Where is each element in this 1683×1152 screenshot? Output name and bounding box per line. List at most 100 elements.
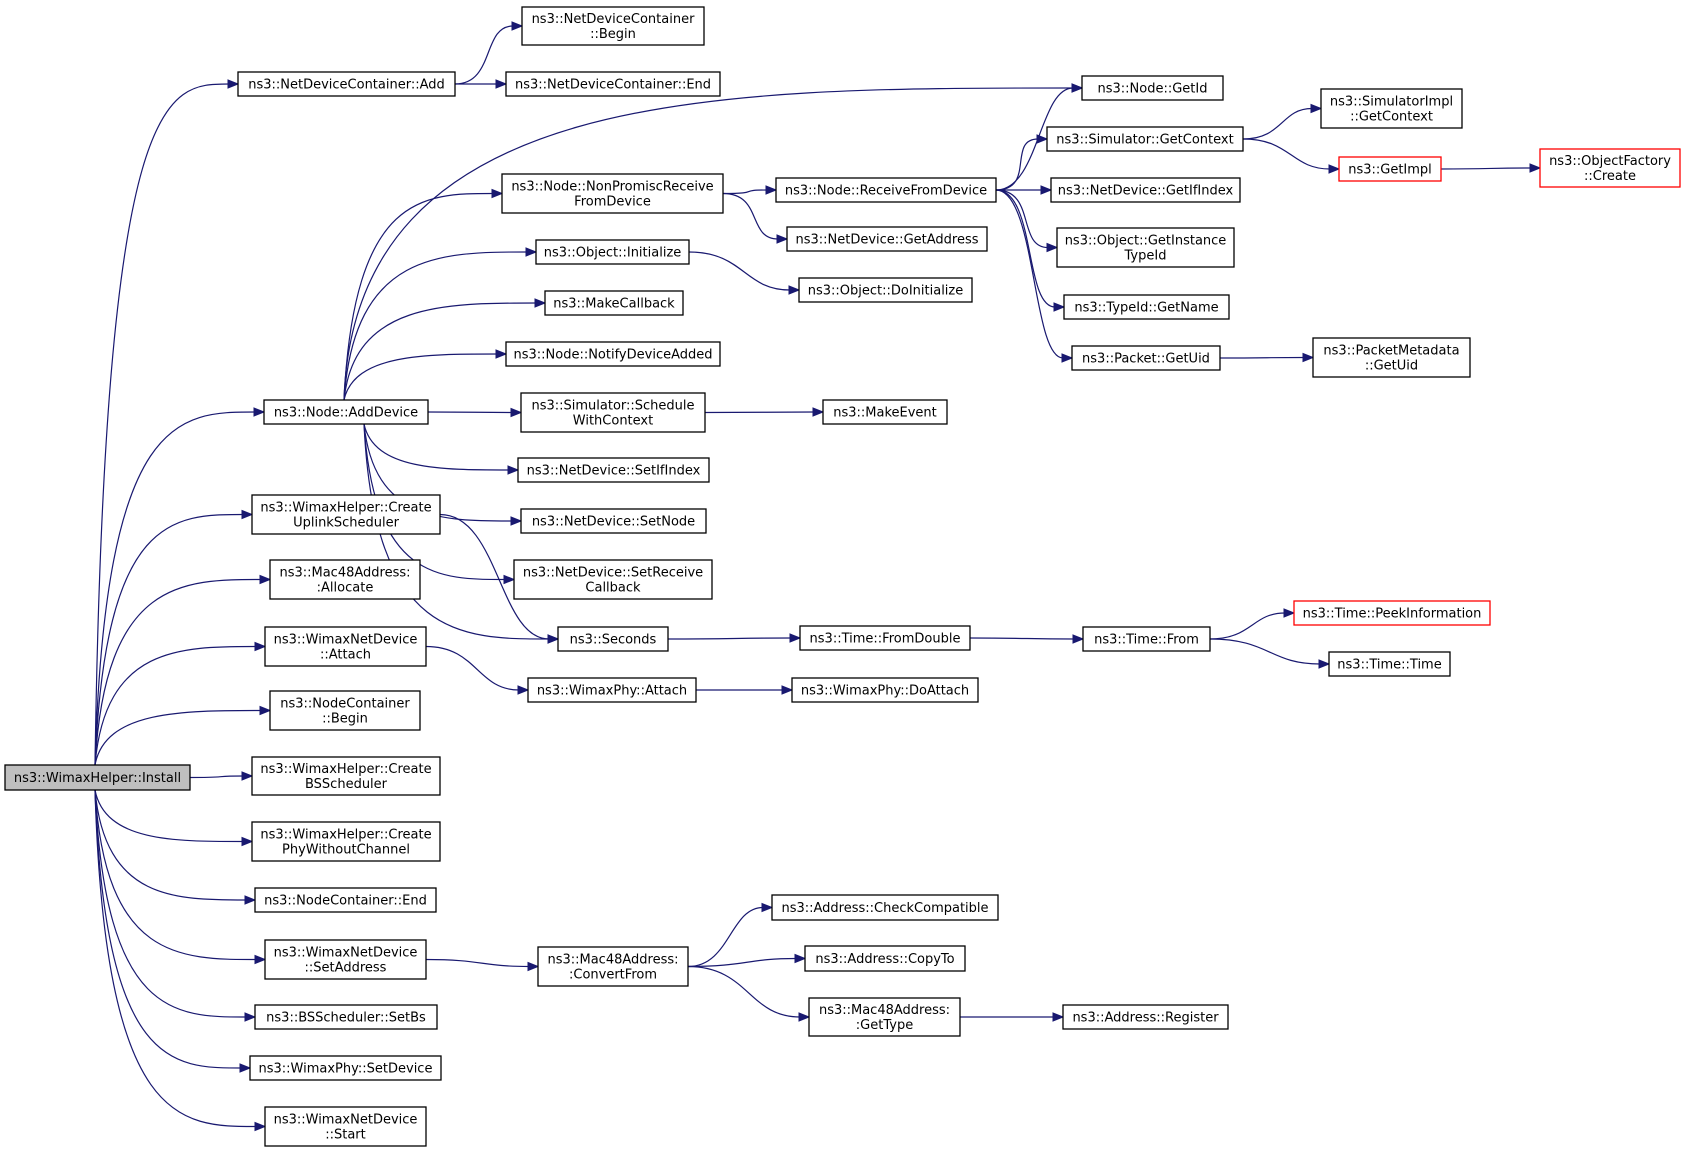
arrowhead-seconds bbox=[547, 634, 560, 644]
node-mac48_gettype[interactable]: ns3::Mac48Address::GetType bbox=[808, 997, 961, 1037]
arrowhead-addr_register bbox=[1052, 1012, 1065, 1022]
node-mac48_convertfrom[interactable]: ns3::Mac48Address::ConvertFrom bbox=[537, 946, 689, 987]
node-ndc_begin[interactable]: ns3::NetDeviceContainer::Begin bbox=[521, 6, 705, 46]
node-node_adddevice[interactable]: ns3::Node::AddDevice bbox=[263, 399, 429, 425]
node-box-install bbox=[4, 764, 191, 791]
edge-seconds-to-time_fromdouble bbox=[667, 637, 792, 640]
node-seconds[interactable]: ns3::Seconds bbox=[557, 626, 669, 652]
node-ndc_end[interactable]: ns3::NetDeviceContainer::End bbox=[505, 71, 721, 97]
arrowhead-nc_end bbox=[244, 895, 257, 905]
node-box-time_fromdouble bbox=[799, 625, 971, 651]
arrowhead-receivefromdevice bbox=[765, 185, 778, 195]
node-receivefromdevice[interactable]: ns3::Node::ReceiveFromDevice bbox=[775, 177, 997, 203]
node-addr_copyto[interactable]: ns3::Address::CopyTo bbox=[804, 945, 966, 972]
node-time_time[interactable]: ns3::Time::Time bbox=[1328, 651, 1451, 677]
edge-receivefromdevice-to-packet_getuid bbox=[995, 189, 1064, 359]
arrowhead-objfactory_create bbox=[1529, 163, 1542, 173]
node-simimpl_getcontext[interactable]: ns3::SimulatorImpl::GetContext bbox=[1320, 88, 1463, 129]
node-nd_setnode[interactable]: ns3::NetDevice::SetNode bbox=[520, 508, 707, 534]
node-wphy_setdevice[interactable]: ns3::WimaxPhy::SetDevice bbox=[249, 1055, 442, 1081]
node-box-node_getid bbox=[1081, 75, 1224, 101]
node-label-ndc_end-line0: ns3::NetDeviceContainer::End bbox=[515, 78, 711, 93]
node-ndc_add[interactable]: ns3::NetDeviceContainer::Add bbox=[237, 71, 456, 97]
edge-install-to-bs_setbs bbox=[94, 789, 247, 1018]
node-label-nc_begin-line1: ::Begin bbox=[322, 712, 368, 727]
node-nd_setifindex[interactable]: ns3::NetDevice::SetIfIndex bbox=[517, 457, 710, 483]
node-makecallback[interactable]: ns3::MakeCallback bbox=[544, 290, 684, 316]
node-obj_initialize[interactable]: ns3::Object::Initialize bbox=[535, 239, 690, 265]
node-label-wnd_setaddress-line0: ns3::WimaxNetDevice bbox=[274, 946, 418, 961]
edge-install-to-wnd_attach bbox=[94, 645, 257, 766]
edge-wnd_attach-to-wphy_attach bbox=[425, 645, 520, 691]
node-box-obj_initialize bbox=[535, 239, 690, 265]
node-wnd_attach[interactable]: ns3::WimaxNetDevice::Attach bbox=[264, 626, 427, 667]
node-nd_getaddress[interactable]: ns3::NetDevice::GetAddress bbox=[786, 226, 988, 252]
arrowhead-getimpl bbox=[1328, 164, 1341, 174]
node-label-mac48_convertfrom-line1: :ConvertFrom bbox=[569, 968, 657, 983]
edge-sim_getcontext-to-getimpl bbox=[1242, 138, 1331, 170]
arrowhead-nd_setifindex bbox=[507, 465, 520, 475]
node-time_from[interactable]: ns3::Time::From bbox=[1082, 626, 1211, 652]
node-box-seconds bbox=[557, 626, 669, 652]
node-wphy_attach[interactable]: ns3::WimaxPhy::Attach bbox=[527, 677, 697, 703]
arrowhead-ndc_begin bbox=[511, 21, 524, 31]
arrowhead-pktmeta_getuid bbox=[1302, 352, 1315, 363]
node-node_notify[interactable]: ns3::Node::NotifyDeviceAdded bbox=[505, 341, 721, 367]
arrowhead-simimpl_getcontext bbox=[1310, 103, 1323, 114]
node-label-mac48_allocate-line0: ns3::Mac48Address: bbox=[279, 566, 410, 581]
node-label-pktmeta_getuid-line1: ::GetUid bbox=[1365, 359, 1418, 374]
node-time_fromdouble[interactable]: ns3::Time::FromDouble bbox=[799, 625, 971, 651]
edge-receivefromdevice-to-obj_getinstancetypeid bbox=[995, 189, 1049, 249]
node-nc_end[interactable]: ns3::NodeContainer::End bbox=[254, 887, 437, 913]
node-label-simimpl_getcontext-line1: ::GetContext bbox=[1350, 110, 1433, 125]
arrowhead-makecallback bbox=[534, 298, 547, 308]
node-objfactory_create[interactable]: ns3::ObjectFactory::Create bbox=[1539, 148, 1681, 188]
node-addr_register[interactable]: ns3::Address::Register bbox=[1062, 1004, 1229, 1030]
edge-node_adddevice-to-makecallback bbox=[343, 302, 537, 401]
node-label-obj_getinstancetypeid-line0: ns3::Object::GetInstance bbox=[1065, 234, 1227, 249]
node-box-mac48_convertfrom bbox=[537, 946, 689, 987]
node-label-nc_end-line0: ns3::NodeContainer::End bbox=[264, 894, 427, 909]
node-nd_getifindex[interactable]: ns3::NetDevice::GetIfIndex bbox=[1050, 177, 1241, 203]
node-addr_checkcompat[interactable]: ns3::Address::CheckCompatible bbox=[771, 894, 999, 921]
node-create_phy[interactable]: ns3::WimaxHelper::CreatePhyWithoutChanne… bbox=[251, 821, 441, 862]
node-box-pktmeta_getuid bbox=[1312, 337, 1471, 378]
edge-mac48_convertfrom-to-addr_checkcompat bbox=[687, 906, 764, 968]
node-box-ndc_end bbox=[505, 71, 721, 97]
arrowhead-nc_begin bbox=[259, 705, 272, 716]
node-nc_begin[interactable]: ns3::NodeContainer::Begin bbox=[269, 690, 421, 731]
node-label-addr_checkcompat-line0: ns3::Address::CheckCompatible bbox=[781, 901, 988, 916]
node-makeevent[interactable]: ns3::MakeEvent bbox=[822, 399, 948, 425]
node-wnd_setaddress[interactable]: ns3::WimaxNetDevice::SetAddress bbox=[264, 939, 427, 980]
node-mac48_allocate[interactable]: ns3::Mac48Address::Allocate bbox=[269, 559, 421, 600]
edge-install-to-wnd_start bbox=[94, 789, 257, 1128]
arrowhead-wphy_setdevice bbox=[239, 1063, 252, 1073]
node-sim_getcontext[interactable]: ns3::Simulator::GetContext bbox=[1046, 126, 1244, 152]
arrowhead-mac48_gettype bbox=[798, 1012, 811, 1022]
node-time_peek[interactable]: ns3::Time::PeekInformation bbox=[1293, 600, 1491, 626]
node-pktmeta_getuid[interactable]: ns3::PacketMetadata::GetUid bbox=[1312, 337, 1471, 378]
node-label-wnd_setaddress-line1: ::SetAddress bbox=[305, 961, 387, 976]
edge-install-to-create_uplink bbox=[94, 513, 244, 766]
node-label-nd_getifindex-line0: ns3::NetDevice::GetIfIndex bbox=[1058, 184, 1234, 199]
node-packet_getuid[interactable]: ns3::Packet::GetUid bbox=[1071, 345, 1221, 371]
node-label-create_uplink-line0: ns3::WimaxHelper::Create bbox=[260, 501, 431, 516]
node-getimpl[interactable]: ns3::GetImpl bbox=[1338, 156, 1442, 182]
node-node_getid[interactable]: ns3::Node::GetId bbox=[1081, 75, 1224, 101]
node-label-sim_schedule-line0: ns3::Simulator::Schedule bbox=[531, 399, 694, 414]
node-label-nd_setnode-line0: ns3::NetDevice::SetNode bbox=[532, 515, 695, 530]
node-obj_doinitialize[interactable]: ns3::Object::DoInitialize bbox=[798, 277, 973, 303]
node-wnd_start[interactable]: ns3::WimaxNetDevice::Start bbox=[264, 1106, 427, 1147]
node-bs_setbs[interactable]: ns3::BSScheduler::SetBs bbox=[254, 1004, 438, 1030]
node-box-time_peek bbox=[1293, 600, 1491, 626]
node-wphy_doattach[interactable]: ns3::WimaxPhy::DoAttach bbox=[791, 677, 979, 703]
node-typeid_getname[interactable]: ns3::TypeId::GetName bbox=[1063, 294, 1230, 320]
arrowhead-wnd_setaddress bbox=[254, 954, 267, 965]
node-label-mac48_gettype-line0: ns3::Mac48Address: bbox=[819, 1003, 950, 1018]
